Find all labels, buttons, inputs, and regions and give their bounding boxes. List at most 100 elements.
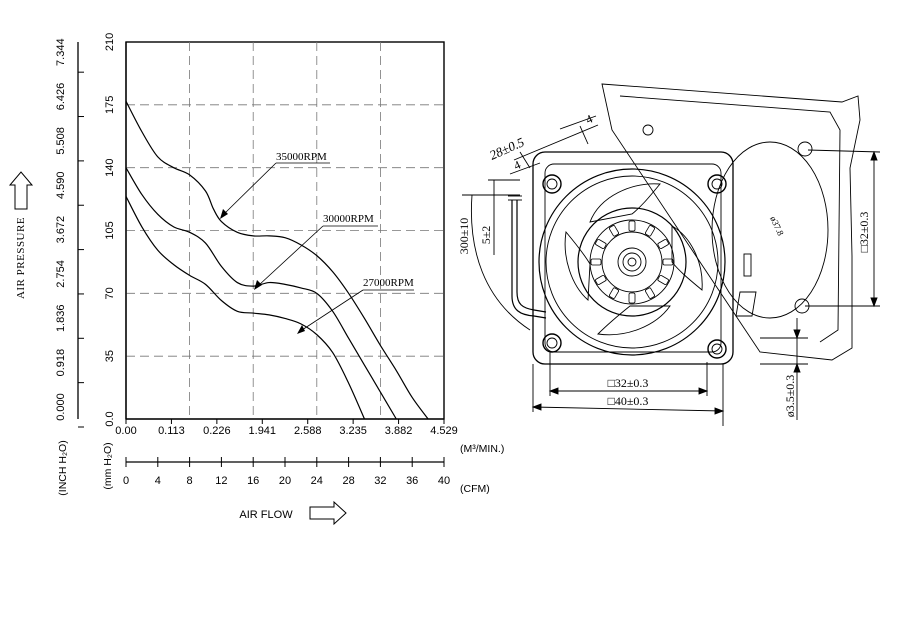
- dim-label-28: 28±0.5: [487, 134, 527, 163]
- leader-arrowhead-30000: [254, 280, 262, 290]
- dim-label-40-bottom: □40±0.3: [608, 394, 649, 408]
- hub-ring-2: [601, 231, 663, 293]
- dim-label-300: 300±10: [457, 218, 471, 255]
- label-27000: 27000RPM: [297, 277, 414, 334]
- y-tick-label-inch: 4.590: [55, 171, 67, 199]
- dim-arc-300: [470, 194, 531, 331]
- side-label-1: [743, 253, 752, 277]
- dim-arrow-hole-1: [793, 329, 801, 340]
- x-tick-label-m3: 0.226: [203, 425, 231, 437]
- dim-ext-28-b: [579, 125, 589, 145]
- series-line-35000: [125, 100, 429, 420]
- corner-hole-br-inner: [711, 343, 723, 355]
- dim-arrow-32-r-bot: [870, 297, 878, 308]
- dim-line-4b: [509, 162, 541, 175]
- dim-label-37-8: ø37.8: [768, 215, 786, 238]
- y-tick-label-mm: 70: [104, 287, 116, 299]
- dimension-labels: 28±0.5 4 4 300±10 5±2 ø37.8 □32±0.3 □32±…: [457, 112, 871, 418]
- hub-shaft: [627, 257, 637, 267]
- y-tick-label-mm: 0.0: [104, 411, 116, 426]
- hub-ring: [589, 219, 675, 305]
- y-tick-label-mm: 35: [104, 350, 116, 362]
- leader-arrowhead-35000: [220, 209, 228, 219]
- dim-label-32-bottom: □32±0.3: [608, 376, 649, 390]
- corner-hole-tr: [707, 174, 727, 194]
- y-axis-inch: 0.0000.9181.8362.7543.6724.5905.5086.426…: [55, 38, 84, 428]
- lead-wire-2: [511, 200, 547, 319]
- series-label-35000: 35000RPM: [276, 151, 327, 163]
- fan-drawing: [462, 83, 881, 426]
- corner-hole-bl: [542, 333, 562, 353]
- front-frame-inner: [544, 163, 722, 353]
- blade-1: [589, 183, 661, 223]
- y-tick-label-inch: 0.000: [55, 393, 67, 421]
- y-tick-label-mm: 105: [104, 221, 116, 239]
- x-tick-label-cfm: 8: [187, 475, 193, 487]
- dim-line-40-bottom: [532, 406, 724, 412]
- x-tick-label-cfm: 32: [374, 475, 386, 487]
- blade-2: [671, 225, 703, 291]
- hub-slot: [595, 239, 607, 249]
- dim-arrow-hole-2: [793, 362, 801, 373]
- dim-arrow-40-b-r: [714, 407, 725, 415]
- dim-arrow-32-b-l: [548, 387, 559, 395]
- x-tick-label-m3: 0.00: [115, 425, 136, 437]
- x-tick-label-cfm: 36: [406, 475, 418, 487]
- dim-label-4b: 4: [512, 158, 523, 173]
- dim-line-28: [513, 124, 599, 161]
- x-axis-title: AIR FLOW: [239, 509, 293, 521]
- corner-hole-br: [707, 339, 727, 359]
- series-label-27000: 27000RPM: [363, 277, 414, 289]
- venturi-ring-inner: [545, 175, 719, 349]
- front-frame: [532, 151, 734, 365]
- x-tick-label-cfm: 28: [342, 475, 354, 487]
- hub-slot: [609, 287, 619, 299]
- dim-line-4a: [559, 115, 597, 130]
- x-tick-label-m3: 3.235: [339, 425, 367, 437]
- rear-hole-top-left: [642, 124, 654, 136]
- hub-slot: [645, 225, 655, 237]
- y-tick-label-inch: 0.918: [55, 349, 67, 377]
- y-tick-label-inch: 1.836: [55, 305, 67, 333]
- x-unit-m3: (M³/MIN.): [460, 443, 504, 455]
- hub-slot: [595, 275, 607, 285]
- hub-slot: [628, 220, 636, 232]
- lead-wire: [516, 200, 547, 313]
- hub-slot: [657, 275, 669, 285]
- x-arrow-icon: [309, 500, 347, 526]
- y-axis-title: AIR PRESSURE: [15, 217, 27, 299]
- x-tick-label-m3: 2.588: [294, 425, 322, 437]
- y-tick-label-mm: 175: [104, 96, 116, 114]
- y-tick-label-inch: 3.672: [55, 216, 67, 244]
- x-tick-label-m3: 4.529: [430, 425, 458, 437]
- label-30000: 30000RPM: [254, 213, 378, 290]
- dim-arrow-32-b-r: [698, 387, 709, 395]
- y-tick-label-inch: 2.754: [55, 260, 67, 288]
- y-unit-mm: (mm H₂O): [102, 442, 114, 489]
- series-label-30000: 30000RPM: [323, 213, 374, 225]
- x-tick-label-cfm: 24: [311, 475, 323, 487]
- hub-shaft-ring-2: [622, 252, 642, 272]
- x-tick-label-cfm: 16: [247, 475, 259, 487]
- x-tick-label-cfm: 20: [279, 475, 291, 487]
- rear-housing-inner: [619, 95, 841, 343]
- corner-hole-tl: [542, 174, 562, 194]
- dim-ext-28-a: [519, 151, 531, 169]
- hub-slot: [645, 287, 655, 299]
- y-unit-inch: (INCH H₂O): [57, 440, 69, 495]
- label-leader-30000: [258, 225, 324, 286]
- x-tick-label-cfm: 40: [438, 475, 450, 487]
- hub-shaft-ring: [617, 247, 647, 277]
- side-label-2: [735, 291, 757, 317]
- label-leader-35000: [223, 162, 277, 215]
- blade-3: [597, 305, 671, 336]
- hub-slot: [657, 239, 669, 249]
- x-unit-cfm: (CFM): [460, 483, 490, 495]
- y-tick-label-inch: 6.426: [55, 83, 67, 111]
- x-tick-label-m3: 1.941: [249, 425, 277, 437]
- x-tick-label-cfm: 0: [123, 475, 129, 487]
- y-tick-label-inch: 7.344: [55, 38, 67, 66]
- rear-housing: [601, 83, 861, 361]
